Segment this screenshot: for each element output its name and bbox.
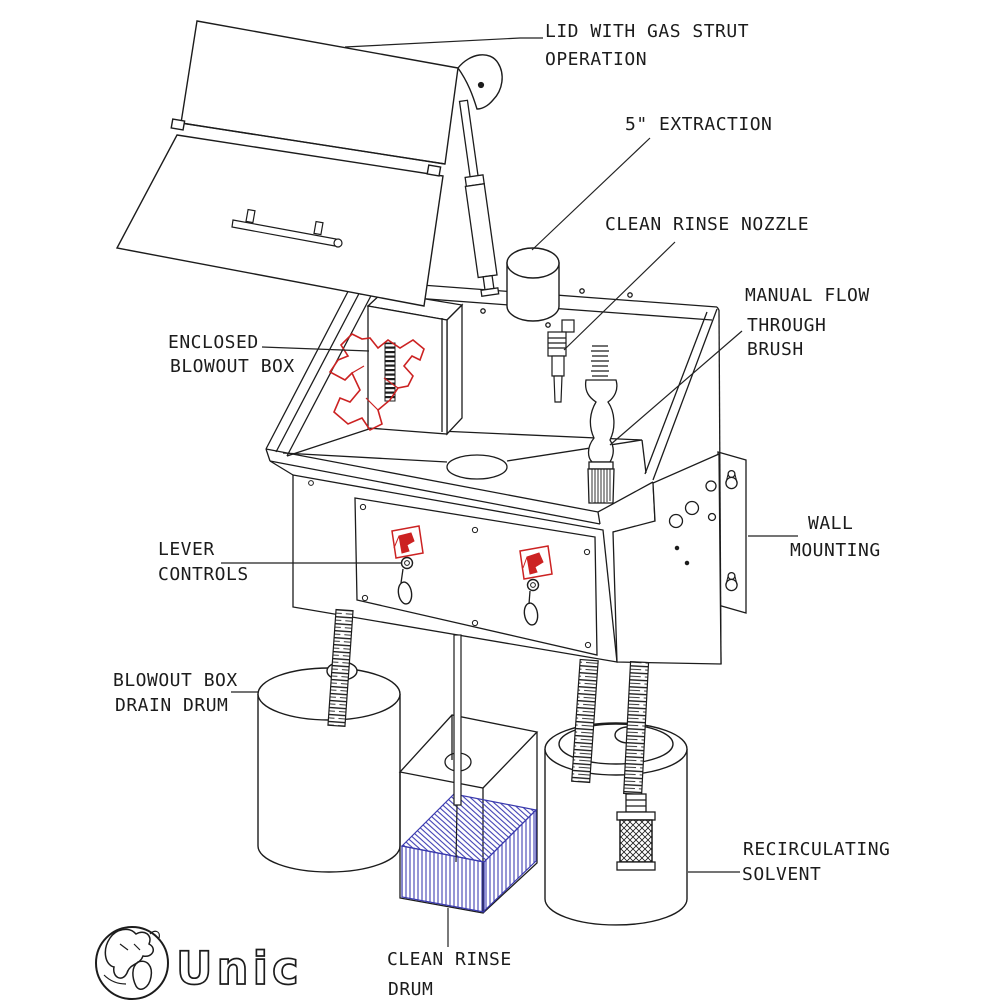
solvent-drum: [544, 722, 688, 926]
callout-drain-line1: BLOWOUT BOX: [113, 670, 238, 691]
keyhole-slot-bottom: [725, 571, 738, 592]
lever-control-left: [391, 525, 424, 605]
lid-lower-panel: [115, 134, 444, 307]
drain-drum: [257, 661, 401, 873]
callout-lid-line1: LID WITH GAS STRUT: [545, 21, 750, 42]
gas-strut: [458, 99, 500, 297]
callout-extraction: 5" EXTRACTION: [625, 114, 773, 135]
brand-logo: Unic: [95, 926, 303, 1000]
callout-rinse-line1: CLEAN RINSE: [387, 949, 512, 970]
lid-group: [115, 20, 503, 307]
callout-lever-line1: LEVER: [158, 539, 215, 560]
hose-drain: [327, 608, 354, 728]
callout-blowout-line2: BLOWOUT BOX: [170, 356, 295, 377]
extraction-port: [506, 247, 560, 322]
callout-wall-line1: WALL: [808, 513, 854, 534]
flow-through-brush: [584, 345, 618, 504]
callout-lever-line2: CONTROLS: [158, 564, 249, 585]
basin-drain: [446, 454, 508, 480]
callout-solvent-line2: SOLVENT: [742, 864, 822, 885]
rinse-drum-liquid: [400, 793, 538, 913]
callout-brush-line2: THROUGH: [747, 315, 827, 336]
right-face-holes: [668, 480, 717, 566]
globe-icon: [95, 926, 169, 1000]
enclosed-blowout-box: [366, 291, 464, 436]
wall-mount-bracket: [717, 451, 747, 614]
lid-handle: [231, 208, 343, 248]
panel-screws: [308, 480, 592, 649]
hinge-bracket: [457, 54, 503, 110]
deck-screws: [480, 288, 633, 328]
callout-nozzle: CLEAN RINSE NOZZLE: [605, 214, 810, 235]
callout-wall-line2: MOUNTING: [790, 540, 881, 561]
clean-rinse-nozzle: [547, 319, 575, 403]
leader-nozzle: [563, 241, 676, 351]
callout-blowout-line1: ENCLOSED: [168, 332, 259, 353]
spray-gun-red-icon: [328, 333, 425, 432]
leader-lid: [344, 37, 543, 48]
gun-hanger-rod: [384, 342, 396, 402]
keyhole-slot-top: [725, 469, 738, 490]
hose-return: [571, 658, 599, 784]
cabinet-right-face: [612, 453, 722, 665]
callout-lid-line2: OPERATION: [545, 49, 648, 70]
leader-lines: [221, 37, 798, 947]
leader-extraction: [531, 137, 651, 251]
callout-drain-line2: DRAIN DRUM: [115, 695, 229, 716]
lever-control-right: [519, 545, 553, 626]
spray-gun-red-detail: [351, 365, 399, 411]
callout-rinse-line2: DRUM: [388, 979, 434, 1000]
callout-brush-line3: BRUSH: [747, 339, 804, 360]
leader-brush: [609, 330, 743, 446]
leader-blowout-box: [261, 346, 370, 352]
callout-solvent-line1: RECIRCULATING: [743, 839, 891, 860]
brand-wordmark: Unic: [176, 942, 303, 995]
suction-strainer: [616, 793, 656, 871]
drain-tube: [453, 634, 462, 863]
callout-brush-line1: MANUAL FLOW: [745, 285, 870, 306]
